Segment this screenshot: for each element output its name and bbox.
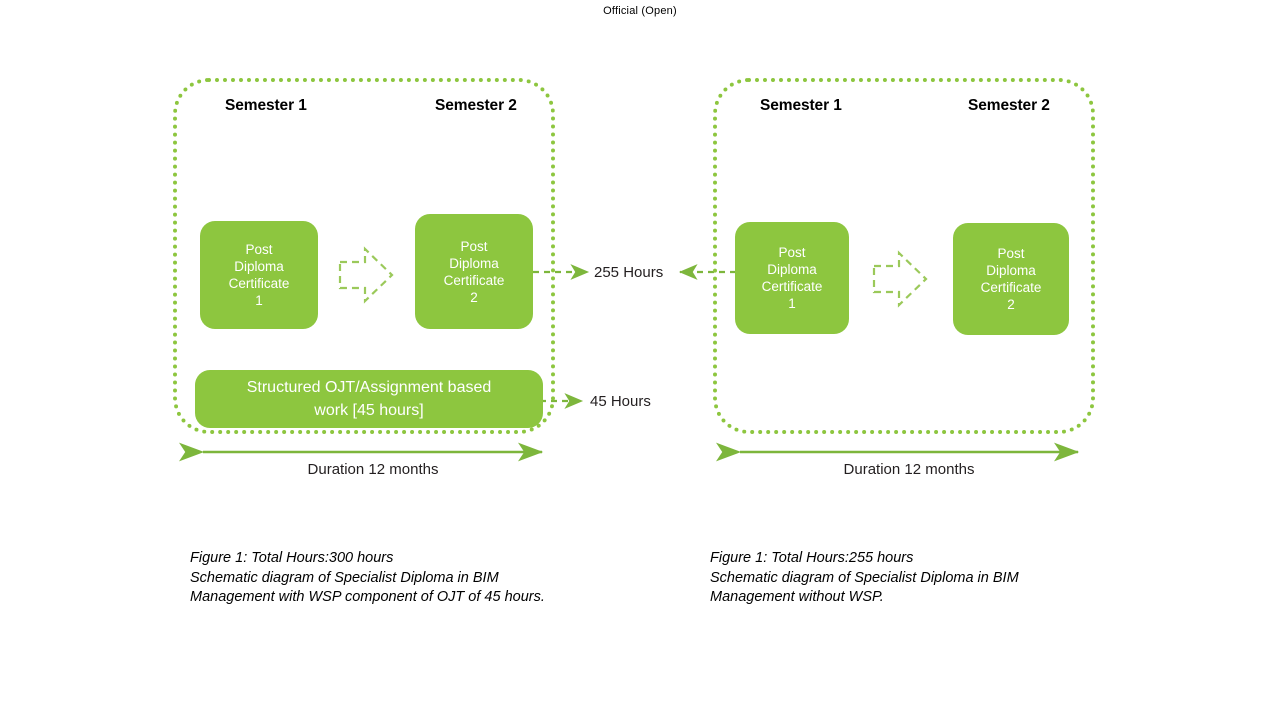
cert-box-1-right-text: Post Diploma Certificate 1 [761,245,823,311]
classification-header: Official (Open) [603,5,677,17]
cert-box-1-left[interactable]: Post Diploma Certificate 1 [200,221,318,329]
ojt-box-text: Structured OJT/Assignment based work [45… [246,379,492,419]
cert-box-1-right[interactable]: Post Diploma Certificate 1 [735,222,849,334]
cert-box-2-left-text: Post Diploma Certificate 2 [443,238,505,305]
caption-without-wsp: Figure 1: Total Hours:255 hours Schemati… [710,550,1019,605]
cert-box-1-left-text: Post Diploma Certificate 1 [228,242,290,308]
semester-frame-left [173,78,555,434]
hours-45-label: 45 Hours [590,393,651,410]
semester-1-label-right: Semester 1 [760,97,842,114]
semester-2-label-left: Semester 2 [435,97,517,114]
cert-box-2-right-text: Post Diploma Certificate 2 [980,246,1042,312]
hours-255-label-left: 255 Hours [594,264,664,281]
ojt-box[interactable]: Structured OJT/Assignment based work [45… [195,370,543,428]
duration-label-left: Duration 12 months [307,461,439,478]
semester-frame-right [713,78,1095,434]
semester-1-label-left: Semester 1 [225,97,307,114]
cert-box-2-right[interactable]: Post Diploma Certificate 2 [953,223,1069,335]
cert-box-2-left[interactable]: Post Diploma Certificate 2 [415,214,533,329]
duration-label-right: Duration 12 months [843,461,975,478]
caption-with-wsp: Figure 1: Total Hours:300 hours Schemati… [190,550,545,605]
semester-2-label-right: Semester 2 [968,97,1050,114]
